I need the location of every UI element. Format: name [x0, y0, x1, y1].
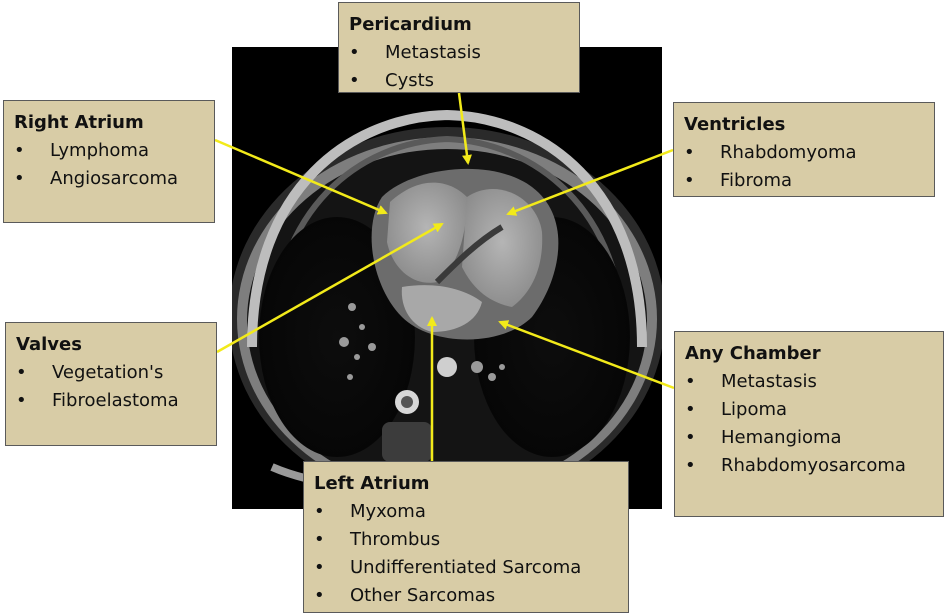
bullet: •: [14, 168, 25, 189]
item-label: Undifferentiated Sarcoma: [350, 557, 582, 578]
item-label: Metastasis: [721, 371, 817, 392]
item-label: Thrombus: [350, 529, 441, 550]
bullet: •: [685, 455, 696, 476]
callout-list: • Rhabdomyoma • Fibroma: [684, 139, 924, 195]
callout-list: • Metastasis • Lipoma • Hemangioma • Rhabdom…: [685, 368, 933, 480]
list-item: • Other Sarcomas: [314, 582, 618, 610]
callout-any-chamber: Any Chamber • Metastasis • Lipoma • Hemangi…: [674, 331, 944, 517]
list-item: • Metastasis: [685, 368, 933, 396]
list-item: • Fibroma: [684, 167, 924, 195]
bullet: •: [16, 390, 27, 411]
callout-right-atrium: Right Atrium • Lymphoma • Angiosarcoma: [3, 100, 215, 223]
list-item: • Lipoma: [685, 396, 933, 424]
list-item: • Thrombus: [314, 526, 618, 554]
callout-list: • Lymphoma • Angiosarcoma: [14, 137, 204, 193]
callout-title: Valves: [16, 334, 82, 355]
callout-title: Ventricles: [684, 114, 786, 135]
cardiac-mri-image: [232, 47, 662, 509]
callout-valves: Valves • Vegetation's • Fibroelastoma: [5, 322, 217, 446]
item-label: Fibroma: [720, 170, 793, 191]
bullet: •: [14, 140, 25, 161]
list-item: • Rhabdomyosarcoma: [685, 452, 933, 480]
item-label: Fibroelastoma: [52, 390, 179, 411]
item-label: Cysts: [385, 70, 435, 91]
item-label: Lipoma: [721, 399, 788, 420]
callout-title: Left Atrium: [314, 473, 430, 494]
list-item: • Metastasis: [349, 39, 569, 67]
bullet: •: [349, 42, 360, 63]
bullet: •: [685, 427, 696, 448]
bullet: •: [685, 399, 696, 420]
item-label: Rhabdomyoma: [720, 142, 857, 163]
list-item: • Myxoma: [314, 498, 618, 526]
bullet: •: [314, 529, 325, 550]
bullet: •: [684, 142, 695, 163]
item-label: Other Sarcomas: [350, 585, 496, 606]
list-item: • Lymphoma: [14, 137, 204, 165]
bullet: •: [685, 371, 696, 392]
list-item: • Rhabdomyoma: [684, 139, 924, 167]
item-label: Rhabdomyosarcoma: [721, 455, 906, 476]
list-item: • Cysts: [349, 67, 569, 95]
callout-list: • Myxoma • Thrombus • Undifferentiated Sarc…: [314, 498, 618, 610]
item-label: Metastasis: [385, 42, 481, 63]
callout-title: Pericardium: [349, 14, 472, 35]
list-item: • Fibroelastoma: [16, 387, 206, 415]
bullet: •: [349, 70, 360, 91]
item-label: Vegetation's: [52, 362, 164, 383]
list-item: • Angiosarcoma: [14, 165, 204, 193]
list-item: • Hemangioma: [685, 424, 933, 452]
item-label: Myxoma: [350, 501, 426, 522]
item-label: Hemangioma: [721, 427, 842, 448]
callout-title: Right Atrium: [14, 112, 144, 133]
callout-list: • Vegetation's • Fibroelastoma: [16, 359, 206, 415]
callout-ventricles: Ventricles • Rhabdomyoma • Fibroma: [673, 102, 935, 197]
list-item: • Vegetation's: [16, 359, 206, 387]
callout-pericardium: Pericardium • Metastasis • Cysts: [338, 2, 580, 93]
callout-left-atrium: Left Atrium • Myxoma • Thrombus • Undiffere…: [303, 461, 629, 613]
bullet: •: [314, 585, 325, 606]
list-item: • Undifferentiated Sarcoma: [314, 554, 618, 582]
callout-title: Any Chamber: [685, 343, 821, 364]
bullet: •: [684, 170, 695, 191]
bullet: •: [314, 501, 325, 522]
bullet: •: [314, 557, 325, 578]
item-label: Angiosarcoma: [50, 168, 179, 189]
bullet: •: [16, 362, 27, 383]
item-label: Lymphoma: [50, 140, 149, 161]
callout-list: • Metastasis • Cysts: [349, 39, 569, 95]
